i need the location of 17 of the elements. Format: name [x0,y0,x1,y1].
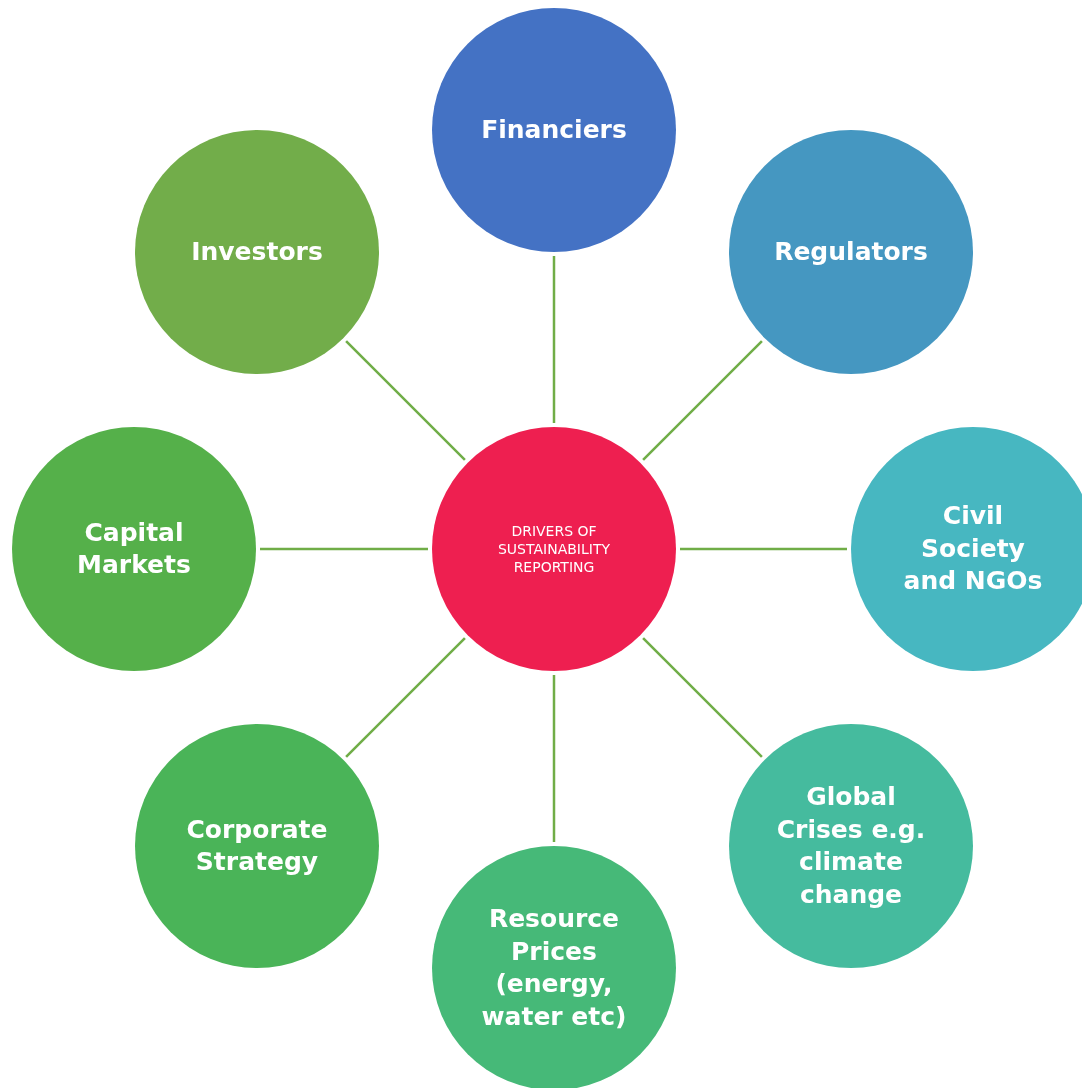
circle-label: Regulators [774,235,928,268]
connector-line [552,256,556,423]
circle-label: Capital Markets [76,516,192,581]
connector-line [642,637,763,758]
connector-line [552,675,556,842]
circle-label: DRIVERS OF SUSTAINABILITY REPORTING [497,521,611,577]
circle-label: Global Crises e.g. climate change [775,781,927,911]
connector-line [642,340,763,461]
connector-line [345,340,466,461]
connector-line [345,637,466,758]
circle-label: Financiers [481,113,627,146]
connector-line [260,547,428,551]
circle-label: Resource Prices (energy, water etc) [480,903,628,1033]
circle-label: Corporate Strategy [185,813,329,878]
circle-label: Investors [191,235,323,268]
connector-line [680,547,847,551]
circle-label: Civil Society and NGOs [902,500,1044,598]
